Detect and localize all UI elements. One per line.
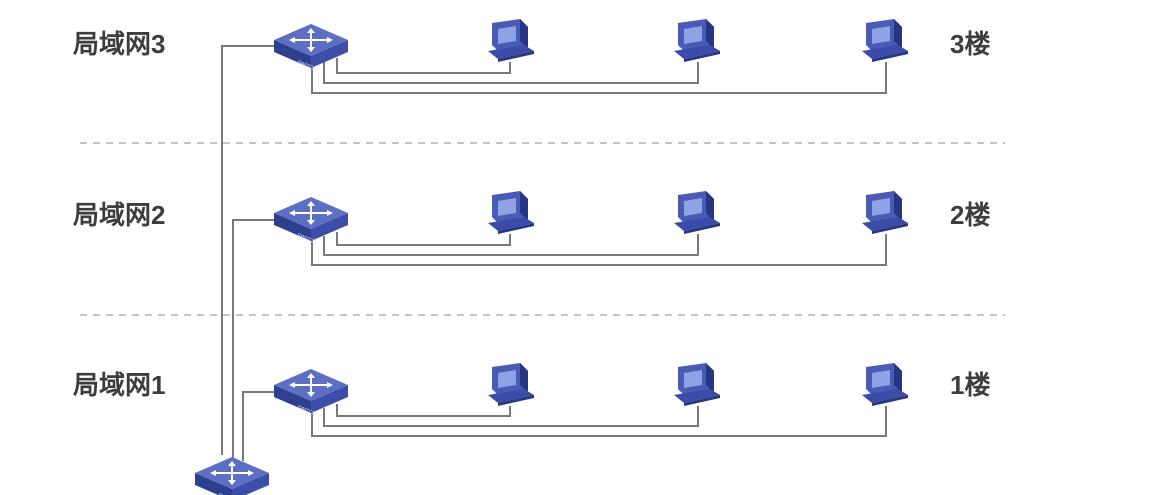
lan-label-3: 局域网3 [73,29,166,59]
desktop-computer-icon [862,19,908,62]
lan-wire [336,58,511,74]
lan-wire [311,62,887,94]
lan-wire [336,404,511,417]
backbone-wire-2 [232,219,276,458]
desktop-computer-icon [488,363,534,406]
lan-wire [336,232,511,246]
lan-wire [323,406,699,427]
desktop-computer-icon [674,19,720,62]
core-switch-icon [194,456,270,495]
desktop-computer-icon [862,363,908,406]
backbone-wire-3 [221,45,276,455]
backbone-wire-1 [242,391,276,461]
lan-wire [323,62,699,84]
floor-label-1: 1楼 [950,370,991,400]
lan-label-2: 局域网2 [73,200,166,230]
floor-label-2: 2楼 [950,200,991,230]
desktop-computer-icon [862,191,908,234]
floor-label-3: 3楼 [950,29,991,59]
lan-wire [311,406,887,437]
desktop-computer-icon [674,191,720,234]
lan-label-1: 局域网1 [73,370,166,400]
lan-wire [323,234,699,256]
desktop-computer-icon [488,191,534,234]
desktop-computer-icon [674,363,720,406]
desktop-computer-icon [488,19,534,62]
lan-wire [311,234,887,266]
